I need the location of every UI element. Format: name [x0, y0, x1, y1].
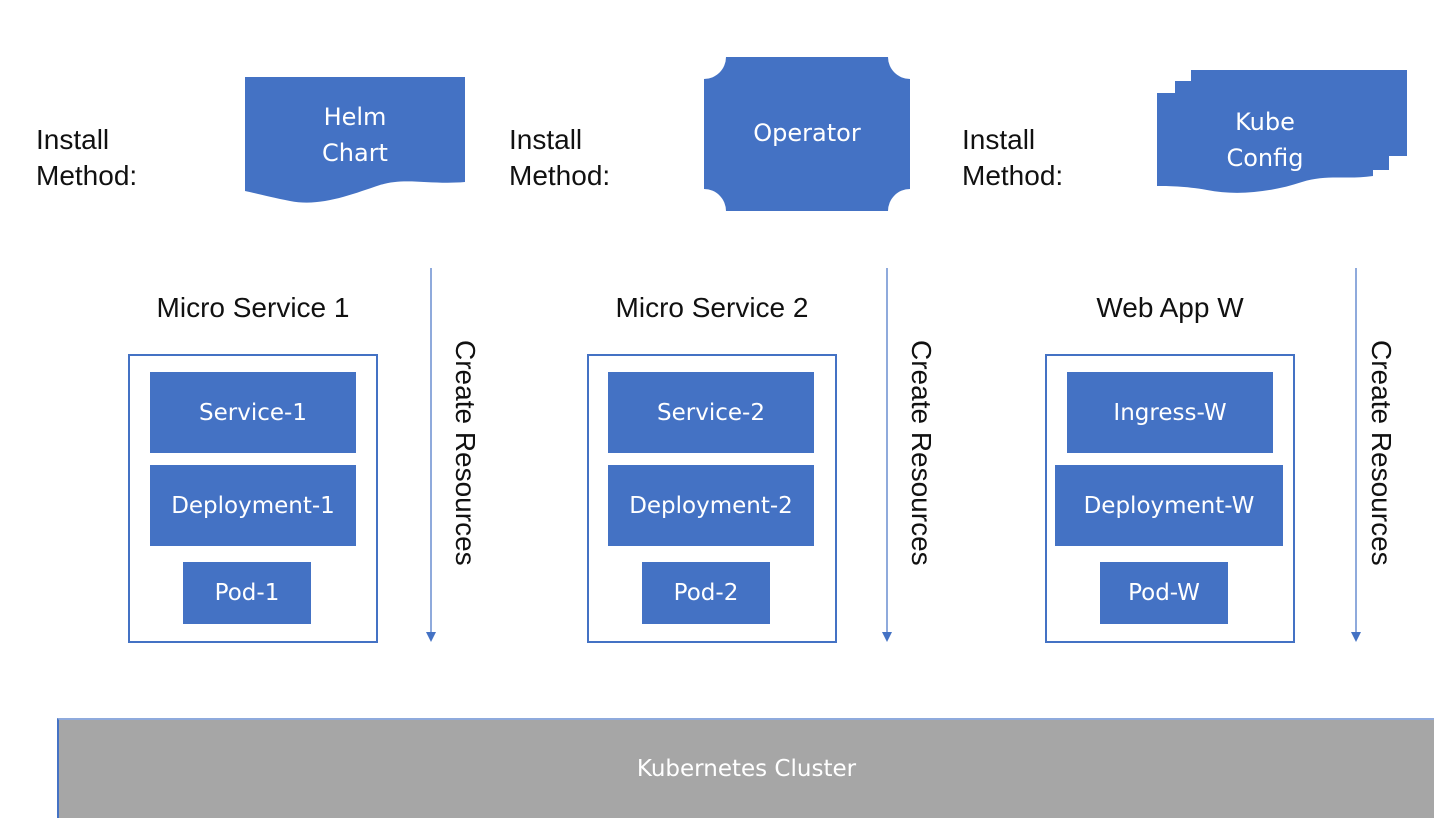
- helm-chart-label-line2: Chart: [322, 139, 388, 167]
- create-resources-label: Create Resources: [906, 340, 937, 566]
- group-title: Web App W: [1096, 292, 1244, 323]
- install-label-line2: Method:: [962, 160, 1064, 191]
- install-method-label-3: Install Method:: [962, 122, 1063, 194]
- create-resources-arrow-1: [426, 268, 436, 642]
- create-resources-label: Create Resources: [450, 340, 481, 566]
- operator-plaque-icon: [704, 57, 910, 211]
- resource-box-pod: Pod-1: [183, 562, 311, 624]
- kubernetes-cluster: Kubernetes Cluster: [57, 718, 1434, 818]
- install-label-line2: Method:: [36, 160, 138, 191]
- resource-box-deployment: Deployment-2: [608, 465, 814, 546]
- helm-chart-document-icon: [245, 77, 465, 203]
- install-method-label-1: Install Method:: [36, 122, 137, 194]
- install-label-line2: Method:: [509, 160, 611, 191]
- kubernetes-cluster-label: Kubernetes Cluster: [636, 756, 857, 782]
- group-title: Micro Service 1: [156, 292, 350, 323]
- create-resources-label: Create Resources: [1366, 340, 1397, 566]
- create-resources-arrow-3: [1351, 268, 1361, 642]
- install-method-label-2: Install Method:: [509, 122, 610, 194]
- kube-config-multidocument-icon: [1157, 70, 1407, 193]
- resource-box-ingress: Ingress-W: [1067, 372, 1273, 453]
- install-label-line1: Install: [36, 124, 110, 155]
- operator-label: Operator: [704, 57, 910, 211]
- resource-box-service: Service-1: [150, 372, 356, 453]
- resource-box-pod: Pod-W: [1100, 562, 1228, 624]
- install-label-line1: Install: [962, 124, 1036, 155]
- resource-box-service: Service-2: [608, 372, 814, 453]
- helm-chart-label: Helm Chart: [245, 90, 465, 180]
- kube-config-label-line2: Config: [1226, 144, 1304, 172]
- create-resources-arrow-2: [882, 268, 892, 642]
- kube-config-label-line1: Kube: [1235, 108, 1295, 136]
- operator-label-line1: Operator: [753, 119, 861, 147]
- helm-chart-label-line1: Helm: [323, 103, 387, 131]
- resource-box-deployment: Deployment-W: [1055, 465, 1283, 546]
- kube-config-label: Kube Config: [1157, 100, 1373, 180]
- install-label-line1: Install: [509, 124, 583, 155]
- resource-box-pod: Pod-2: [642, 562, 770, 624]
- group-title: Micro Service 2: [615, 292, 809, 323]
- resource-box-deployment: Deployment-1: [150, 465, 356, 546]
